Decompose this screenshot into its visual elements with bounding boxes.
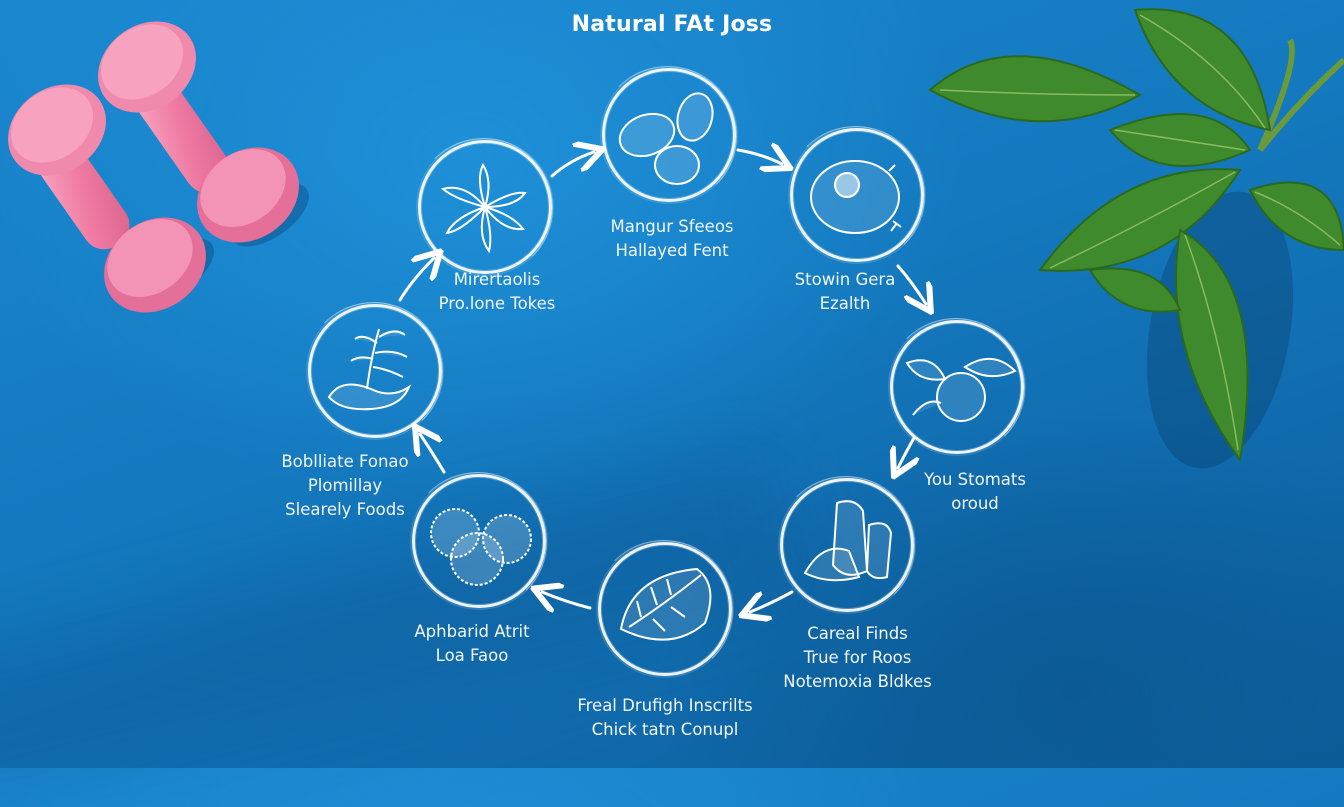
cycle-node-leaf-bean [594, 540, 733, 679]
star-anise-icon [440, 163, 527, 254]
node-label-halved-fruit: Stowin Gera Ezalth [794, 270, 896, 313]
vegetables-icon [803, 500, 893, 582]
node-label-seeds: Mangur Sfeeos Hallayed Fent [610, 217, 734, 260]
diagram-title: Natural FAt Joss [571, 12, 773, 37]
seeds-icon [618, 92, 714, 185]
dumbbells-icon [8, 21, 309, 313]
cycle-node-halved-fruit [786, 126, 925, 265]
node-label-vegetables: Careal Finds True for Roos Notemoxia Bld… [783, 624, 932, 691]
cycle-node-fruit-leaves [886, 318, 1025, 457]
fruit-with-leaves-icon [905, 358, 1017, 422]
halved-fruit-icon [810, 160, 902, 234]
cycle-node-seeds [598, 66, 737, 205]
cycle-node-star-anise [414, 138, 553, 277]
cycle-node-herb-root [304, 302, 443, 441]
cycle-node-vegetables [776, 476, 915, 615]
node-label-star-anise: Mirertaolis Pro.lone Tokes [438, 270, 556, 313]
citrus-slices-icon [430, 508, 532, 586]
leaf-bean-icon [619, 567, 712, 641]
node-label-fruit-leaves: You Stomats oroud [924, 470, 1026, 513]
herb-root-icon [327, 328, 412, 411]
cycle-node-citrus-slices [408, 472, 547, 611]
node-label-leaf-bean: Freal Drufigh Inscrilts Chick tatn Conup… [577, 696, 753, 739]
node-label-herb-root: Boblliate Fonao Plomillay Slearely Foods [281, 452, 409, 519]
leaves-icon [928, 8, 1344, 469]
arrow-2-to-3 [736, 150, 782, 164]
node-label-citrus-slices: Aphbarid Atrit Loa Faoo [414, 622, 530, 665]
arrow-1-to-2 [550, 152, 594, 178]
arrow-7-to-8 [420, 434, 446, 474]
